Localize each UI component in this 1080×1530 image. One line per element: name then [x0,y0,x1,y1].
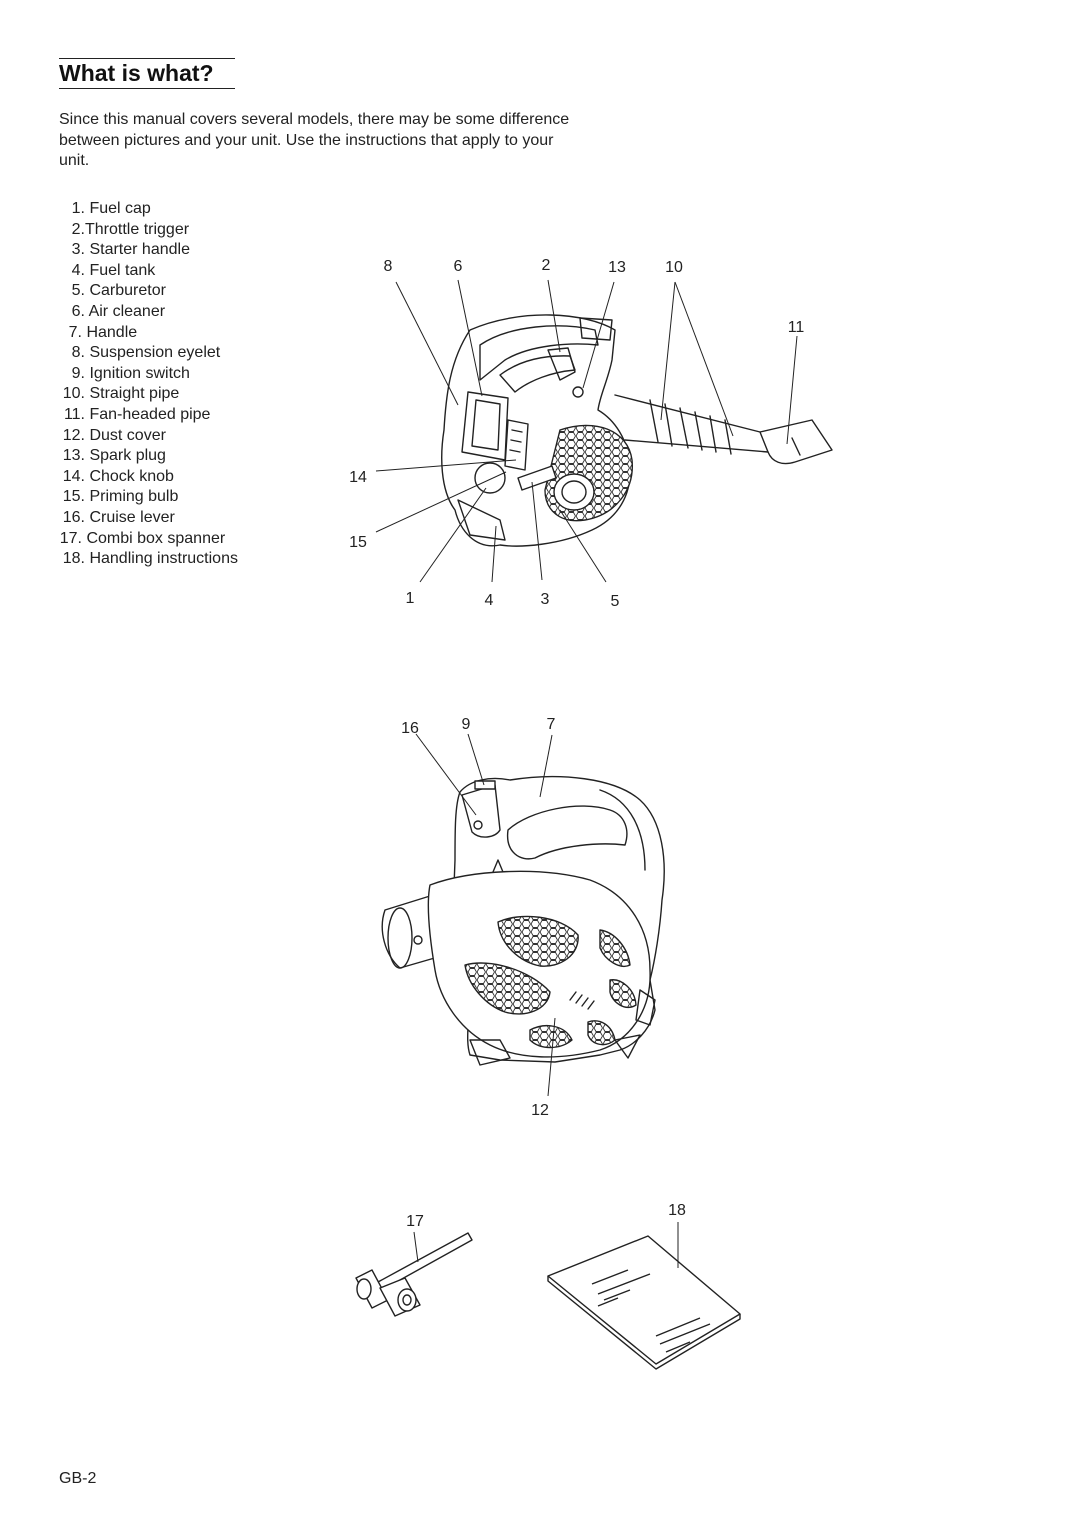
page-number: GB-2 [59,1470,97,1487]
callout-5: 5 [611,593,620,610]
callout-7: 7 [547,716,556,733]
blower-side-view [441,314,833,547]
callout-9: 9 [462,716,471,733]
leader-lines-middle [415,733,556,1097]
list-item: 14. Chock knob [62,467,174,485]
list-item: 13. Spark plug [62,447,166,465]
callout-14: 14 [349,469,367,486]
list-item: 18. Handling instructions [62,550,238,568]
list-item: 10. Straight pipe [62,385,180,403]
callout-18: 18 [668,1202,686,1219]
list-item: 17. Combi box spanner [59,529,226,547]
list-item: 16. Cruise lever [62,508,175,526]
intro-paragraph: Since this manual covers several models,… [59,111,570,170]
list-item: 7. Handle [68,323,138,341]
callout-1: 1 [406,590,415,607]
callout-2: 2 [542,257,551,274]
callout-17: 17 [406,1213,424,1230]
leader-17 [413,1231,419,1263]
list-item: 6. Air cleaner [71,302,166,320]
list-item: 15. Priming bulb [62,488,179,506]
list-item: 8. Suspension eyelet [71,344,221,362]
callout-6: 6 [454,258,463,275]
list-item: 2.Throttle trigger [71,220,190,238]
callout-8: 8 [384,258,393,275]
parts-list: 1. Fuel cap 2.Throttle trigger 3. Starte… [59,199,238,570]
page-title: What is what? [59,60,235,89]
list-item: 9. Ignition switch [71,364,190,382]
list-item: 4. Fuel tank [71,261,156,279]
callout-13: 13 [608,259,626,276]
combi-box-spanner [355,1232,473,1317]
callout-3: 3 [541,591,550,608]
callout-16: 16 [401,720,419,737]
callout-11: 11 [788,319,805,336]
list-item: 1. Fuel cap [71,200,151,217]
list-item: 3. Starter handle [71,241,190,259]
list-item: 11. Fan-headed pipe [63,405,211,423]
callout-4: 4 [485,592,494,609]
callout-12: 12 [531,1102,549,1119]
blower-front-view [381,775,665,1066]
heading-top-rule [59,58,235,59]
list-item: 12. Dust cover [62,426,166,444]
handling-instructions-booklet [547,1235,741,1370]
callout-10: 10 [665,259,683,276]
list-item: 5. Carburetor [71,282,166,300]
leader-lines-top [375,279,798,583]
callout-15: 15 [349,534,367,551]
